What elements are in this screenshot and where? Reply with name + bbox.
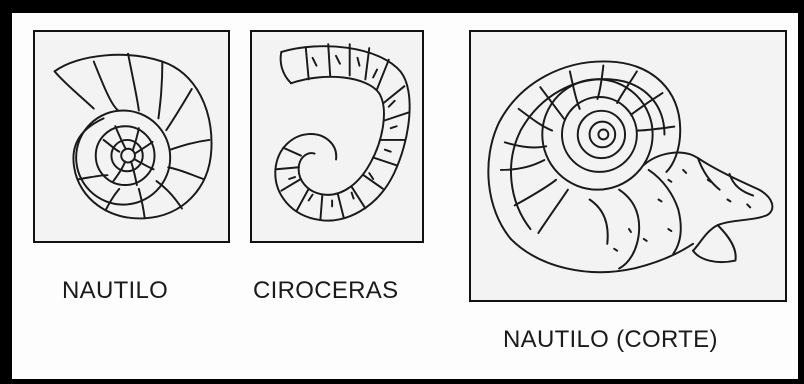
- ciroceras-caption: CIROCERAS: [253, 277, 398, 305]
- nautilo-illustration-panel: [33, 30, 230, 243]
- nautilo-corte-shell-drawing: [471, 32, 785, 300]
- nautilo-shell-drawing: [35, 32, 228, 241]
- nautilo-corte-illustration-panel: .: [469, 30, 787, 302]
- nautilo-corte-caption: NAUTILO (CORTE): [503, 326, 718, 354]
- nautilo-caption: NAUTILO: [62, 277, 168, 305]
- ciroceras-shell-drawing: [252, 32, 422, 241]
- ciroceras-illustration-panel: [250, 30, 424, 243]
